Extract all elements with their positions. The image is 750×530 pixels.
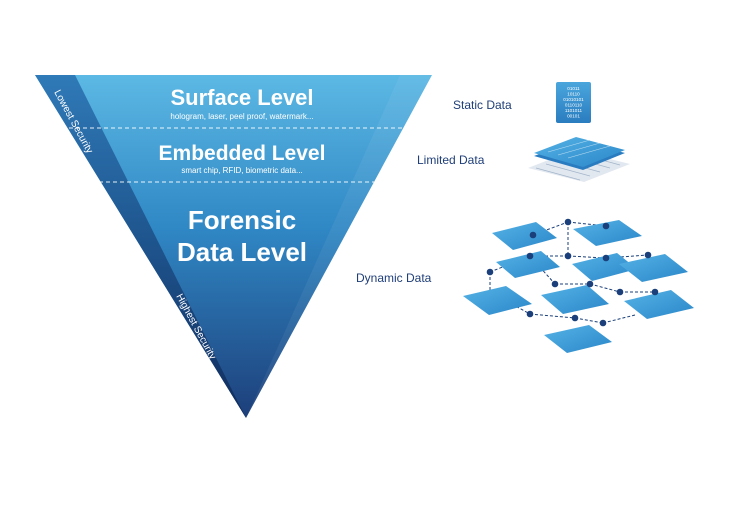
embedded-level-subtitle: smart chip, RFID, biometric data... <box>181 166 302 175</box>
data-tile <box>624 290 694 319</box>
surface-level-title: Surface Level <box>170 85 313 110</box>
network-node <box>529 231 537 239</box>
data-tile <box>541 285 609 314</box>
network-nodes <box>486 218 659 327</box>
dynamic-data-label: Dynamic Data <box>356 271 432 285</box>
network-node <box>564 218 572 226</box>
network-node <box>586 280 594 288</box>
limited-data-label: Limited Data <box>417 153 485 167</box>
data-tile <box>619 254 688 282</box>
forensic-level-title-line2: Data Level <box>177 237 307 267</box>
data-tile <box>544 325 612 353</box>
network-node <box>602 222 610 230</box>
network-tiles <box>463 220 694 353</box>
network-node <box>526 252 534 260</box>
network-node <box>616 288 624 296</box>
pyramid-left-edge <box>35 75 246 418</box>
network-node <box>486 268 494 276</box>
dynamic-data-network <box>463 218 694 353</box>
chip-binary-line: 00101 <box>567 114 580 119</box>
security-pyramid: Surface Level hologram, laser, peel proo… <box>35 75 432 418</box>
chip-binary-line: 10110 <box>567 92 580 97</box>
data-tile <box>573 220 642 246</box>
surface-level-subtitle: hologram, laser, peel proof, watermark..… <box>170 112 313 121</box>
static-data-label: Static Data <box>453 98 512 112</box>
network-node <box>571 314 579 322</box>
data-tile <box>496 251 560 278</box>
pyramid-body <box>35 75 432 418</box>
network-node <box>602 254 610 262</box>
network-node <box>551 280 559 288</box>
network-node <box>651 288 659 296</box>
data-tile <box>463 286 532 315</box>
chip-binary-line: 1101011 <box>565 108 583 113</box>
layered-data-chip-icon <box>528 137 630 182</box>
network-node <box>599 319 607 327</box>
chip-binary-line: 0110110 <box>565 103 583 108</box>
data-tile <box>572 253 637 281</box>
chip-binary-line: 01011 <box>567 86 580 91</box>
network-node <box>526 310 534 318</box>
network-node <box>564 252 572 260</box>
embedded-level-title: Embedded Level <box>159 142 326 165</box>
forensic-level-title-line1: Forensic <box>188 205 296 235</box>
binary-chip-icon: 01011 10110 01010101 0110110 1101011 001… <box>556 82 591 123</box>
pyramid-right-shade <box>246 75 432 418</box>
chip-binary-line: 01010101 <box>563 97 584 102</box>
network-node <box>644 251 652 259</box>
data-tile <box>492 222 557 250</box>
